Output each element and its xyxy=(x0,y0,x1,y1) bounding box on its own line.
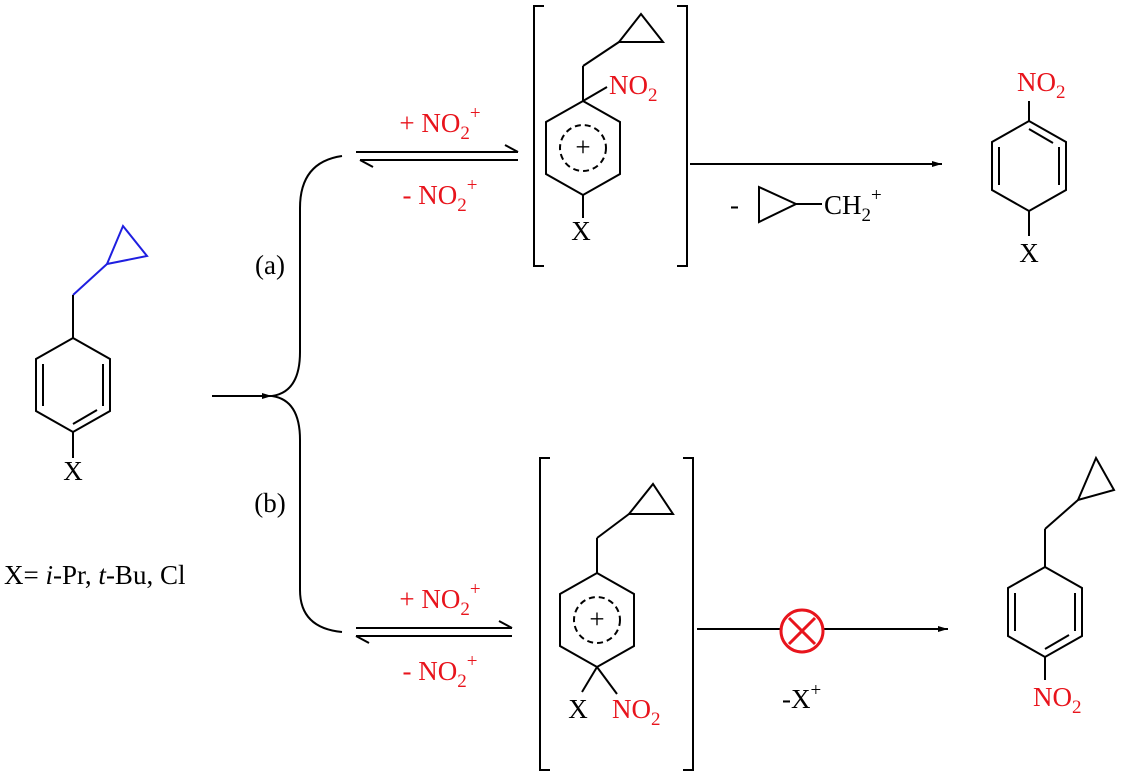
substituent-x-label: X xyxy=(63,456,83,486)
substituent-x-label: X xyxy=(571,216,591,246)
leaving-group-b: -X+ xyxy=(782,680,821,714)
substituent-x-label: X xyxy=(568,694,588,724)
product-a: NO2 X xyxy=(991,67,1067,268)
sigma-complex-a xyxy=(545,12,666,218)
leaving-group-a: - CH2+ xyxy=(730,185,882,226)
carbocation-charge: + xyxy=(589,604,604,634)
reverse-reagent-b: - NO2+ xyxy=(403,651,478,692)
cyclopropyl-group xyxy=(1044,455,1116,530)
nitro-group-label: NO2 xyxy=(1017,67,1066,103)
equilibrium-arrow-a xyxy=(356,144,519,168)
nitro-group-label: NO2 xyxy=(1033,682,1082,718)
benzene-ring xyxy=(991,101,1067,236)
substituent-definition: X= i-Pr, t-Bu, Cl xyxy=(4,560,185,590)
sigma-complex-b xyxy=(559,482,675,695)
cyclopropyl-icon xyxy=(758,185,822,224)
starting-material: X xyxy=(35,224,149,486)
path-b-label: (b) xyxy=(254,488,285,518)
branching-arrow xyxy=(212,155,343,633)
reverse-reagent-a: - NO2+ xyxy=(403,175,478,216)
equilibrium-arrow-b xyxy=(355,620,513,644)
cyclopropyl-group xyxy=(72,224,149,296)
circled-x-icon xyxy=(779,608,825,654)
intermediate-a: + NO2 X xyxy=(533,5,688,267)
nitro-group-label: NO2 xyxy=(612,694,661,730)
methylene-cation: CH2+ xyxy=(824,185,882,226)
path-a-label: (a) xyxy=(255,250,285,280)
benzene-ring xyxy=(35,295,111,458)
minus-sign: - xyxy=(730,190,739,220)
forward-reagent-b: + NO2+ xyxy=(399,579,480,620)
bracket-right xyxy=(683,457,694,771)
bracket-left xyxy=(539,457,550,771)
product-b: NO2 xyxy=(1007,455,1116,718)
substituent-x-label: X xyxy=(1019,238,1039,268)
nitro-group-label: NO2 xyxy=(609,70,658,106)
carbocation-charge: + xyxy=(575,132,590,162)
bracket-left xyxy=(533,5,544,267)
bracket-right xyxy=(677,5,688,267)
forward-reagent-a: + NO2+ xyxy=(399,103,480,144)
benzene-ring xyxy=(1007,529,1083,680)
intermediate-b: + X NO2 xyxy=(539,457,694,771)
